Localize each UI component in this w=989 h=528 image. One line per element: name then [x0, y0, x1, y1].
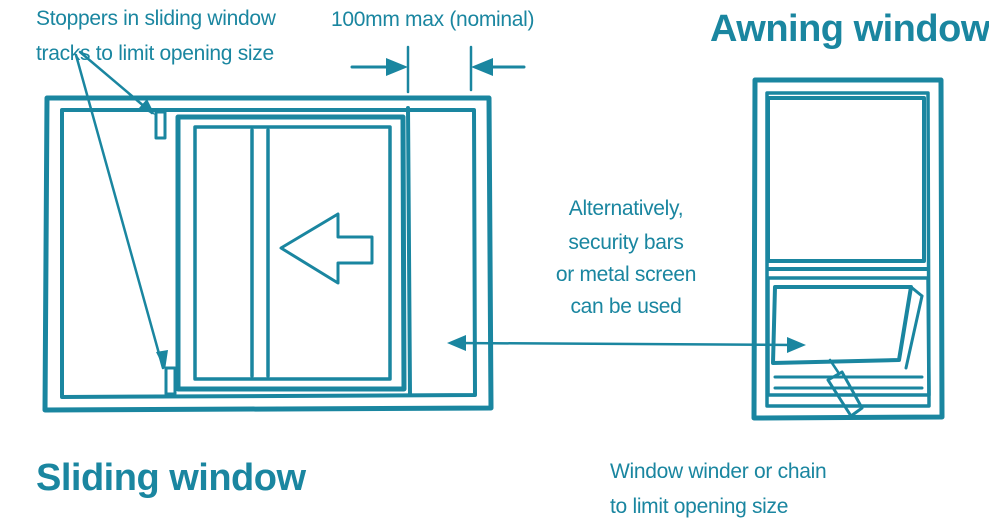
- alternative-label-line4: can be used: [570, 295, 682, 318]
- awning-lower-opening: [766, 276, 931, 397]
- awning-frame-outer: [751, 77, 945, 421]
- winder-label-line1: Window winder or chain: [610, 460, 827, 483]
- fixed-pane-divider: [406, 106, 412, 397]
- leader-arrowhead-bottom: [156, 350, 168, 370]
- awning-frame-inner: [765, 91, 931, 408]
- stopper-bottom: [164, 366, 177, 396]
- alternative-label-line3: or metal screen: [555, 263, 697, 286]
- alternative-label-line2: security bars: [568, 231, 684, 254]
- awning-top-pane: [766, 96, 926, 263]
- sliding-frame-outer: [42, 95, 494, 413]
- dimension-arrowhead-right: [471, 58, 493, 76]
- awning-window-frame: [751, 77, 945, 421]
- sash-outer: [175, 114, 407, 392]
- slide-direction-arrow: [279, 212, 374, 285]
- sliding-window-frame: [42, 95, 494, 413]
- sliding-frame-inner: [60, 108, 477, 399]
- leader-line-top-stopper: [78, 50, 154, 115]
- awning-window-title: Awning window: [710, 8, 989, 50]
- awning-sash-depth: [904, 294, 924, 370]
- dimension-arrowhead-left: [386, 58, 408, 76]
- awning-sash-side: [909, 285, 924, 298]
- stoppers-label-line1: Stoppers in sliding window: [36, 7, 276, 30]
- connector-arrowhead-left: [447, 335, 466, 351]
- awning-open-sash: [771, 285, 913, 365]
- connector-arrowhead-right: [787, 337, 806, 353]
- stopper-top: [154, 110, 167, 140]
- max-opening-label: 100mm max (nominal): [331, 8, 535, 31]
- winder-label-line2: to limit opening size: [610, 495, 789, 518]
- stoppers-label-line2: tracks to limit opening size: [36, 42, 274, 65]
- sliding-sash: [175, 114, 407, 392]
- leader-line-bottom-stopper: [74, 53, 165, 370]
- connector-arrow-shaft: [453, 341, 798, 347]
- leader-arrowhead-top: [139, 99, 155, 115]
- sliding-window-title: Sliding window: [36, 457, 306, 499]
- sash-inner: [193, 125, 392, 381]
- winder-handle: [826, 370, 864, 418]
- winder-leader: [828, 358, 840, 374]
- alternative-label-line1: Alternatively,: [568, 197, 684, 220]
